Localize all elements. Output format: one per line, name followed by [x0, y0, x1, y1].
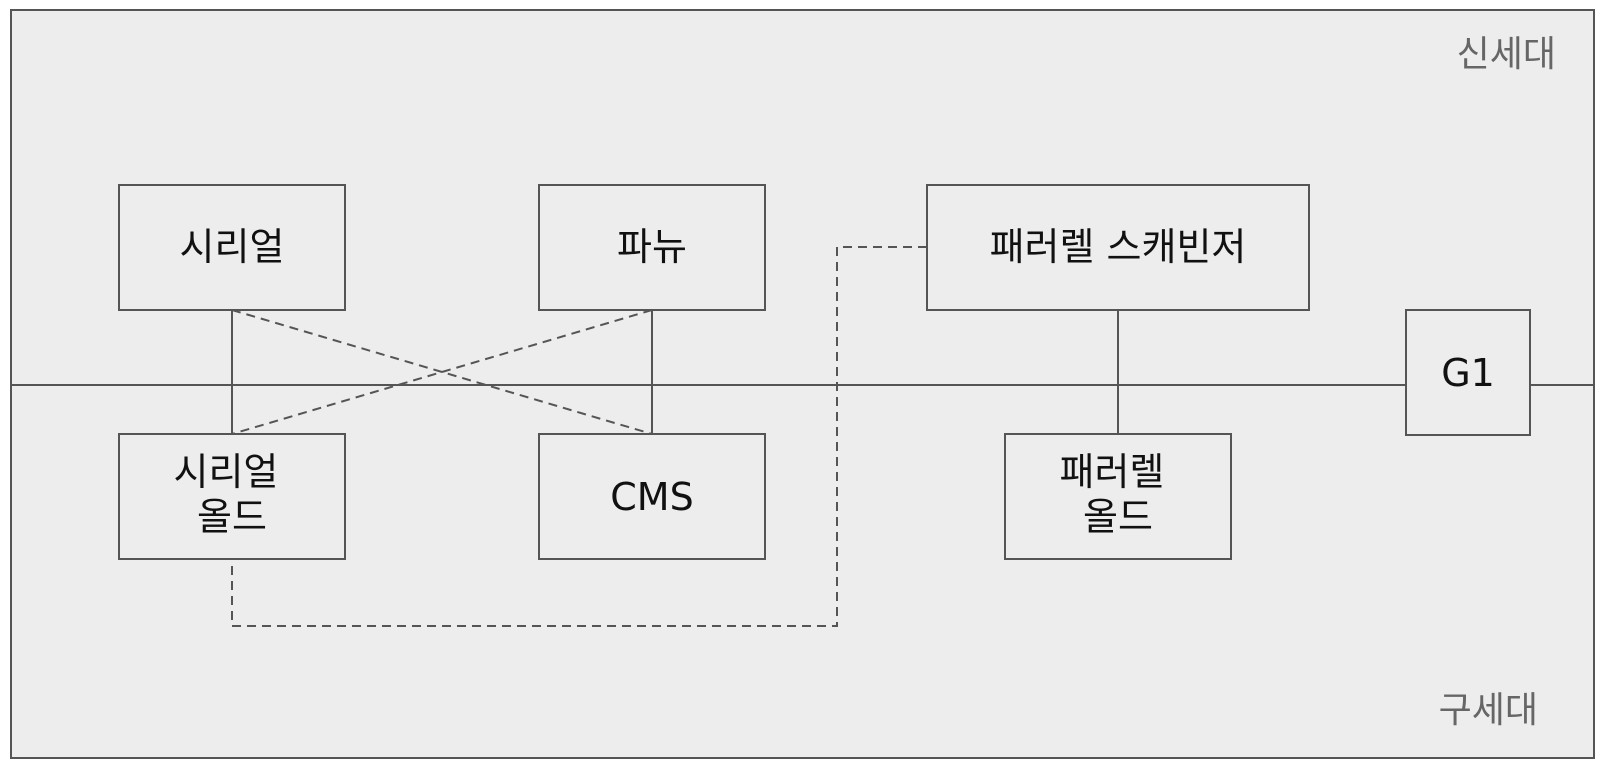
node-parallel-old: 패러렐 올드: [1004, 433, 1232, 560]
node-serial: 시리얼: [118, 184, 346, 311]
node-cms: CMS: [538, 433, 766, 560]
node-serial-old: 시리얼 올드: [118, 433, 346, 560]
node-parallel-old-label-line1: 패러렐: [1060, 450, 1165, 494]
edge-parnew-to-serial-old: [231, 309, 653, 435]
node-g1: G1: [1405, 309, 1531, 436]
node-g1-label: G1: [1441, 351, 1495, 395]
node-serial-label: 시리얼: [180, 225, 285, 269]
node-parnew-label: 파뉴: [617, 225, 687, 269]
old-generation-label: 구세대: [1439, 690, 1538, 731]
node-parallel-old-label: 패러렐 올드: [1060, 450, 1177, 539]
node-parnew: 파뉴: [538, 184, 766, 311]
node-parallel-old-label-line2: 올드: [1083, 495, 1153, 539]
node-parallel-scavenge: 패러렐 스캐빈저: [926, 184, 1310, 311]
young-generation-label: 신세대: [1457, 34, 1556, 75]
node-serial-old-label-line1: 시리얼: [174, 450, 279, 494]
node-cms-label: CMS: [610, 475, 693, 519]
node-serial-old-label-line2: 올드: [197, 495, 267, 539]
edge-parallel-scavenge-to-serial-old: [231, 246, 927, 627]
node-serial-old-label: 시리얼 올드: [174, 450, 291, 539]
node-parallel-scavenge-label: 패러렐 스캐빈저: [990, 225, 1247, 269]
